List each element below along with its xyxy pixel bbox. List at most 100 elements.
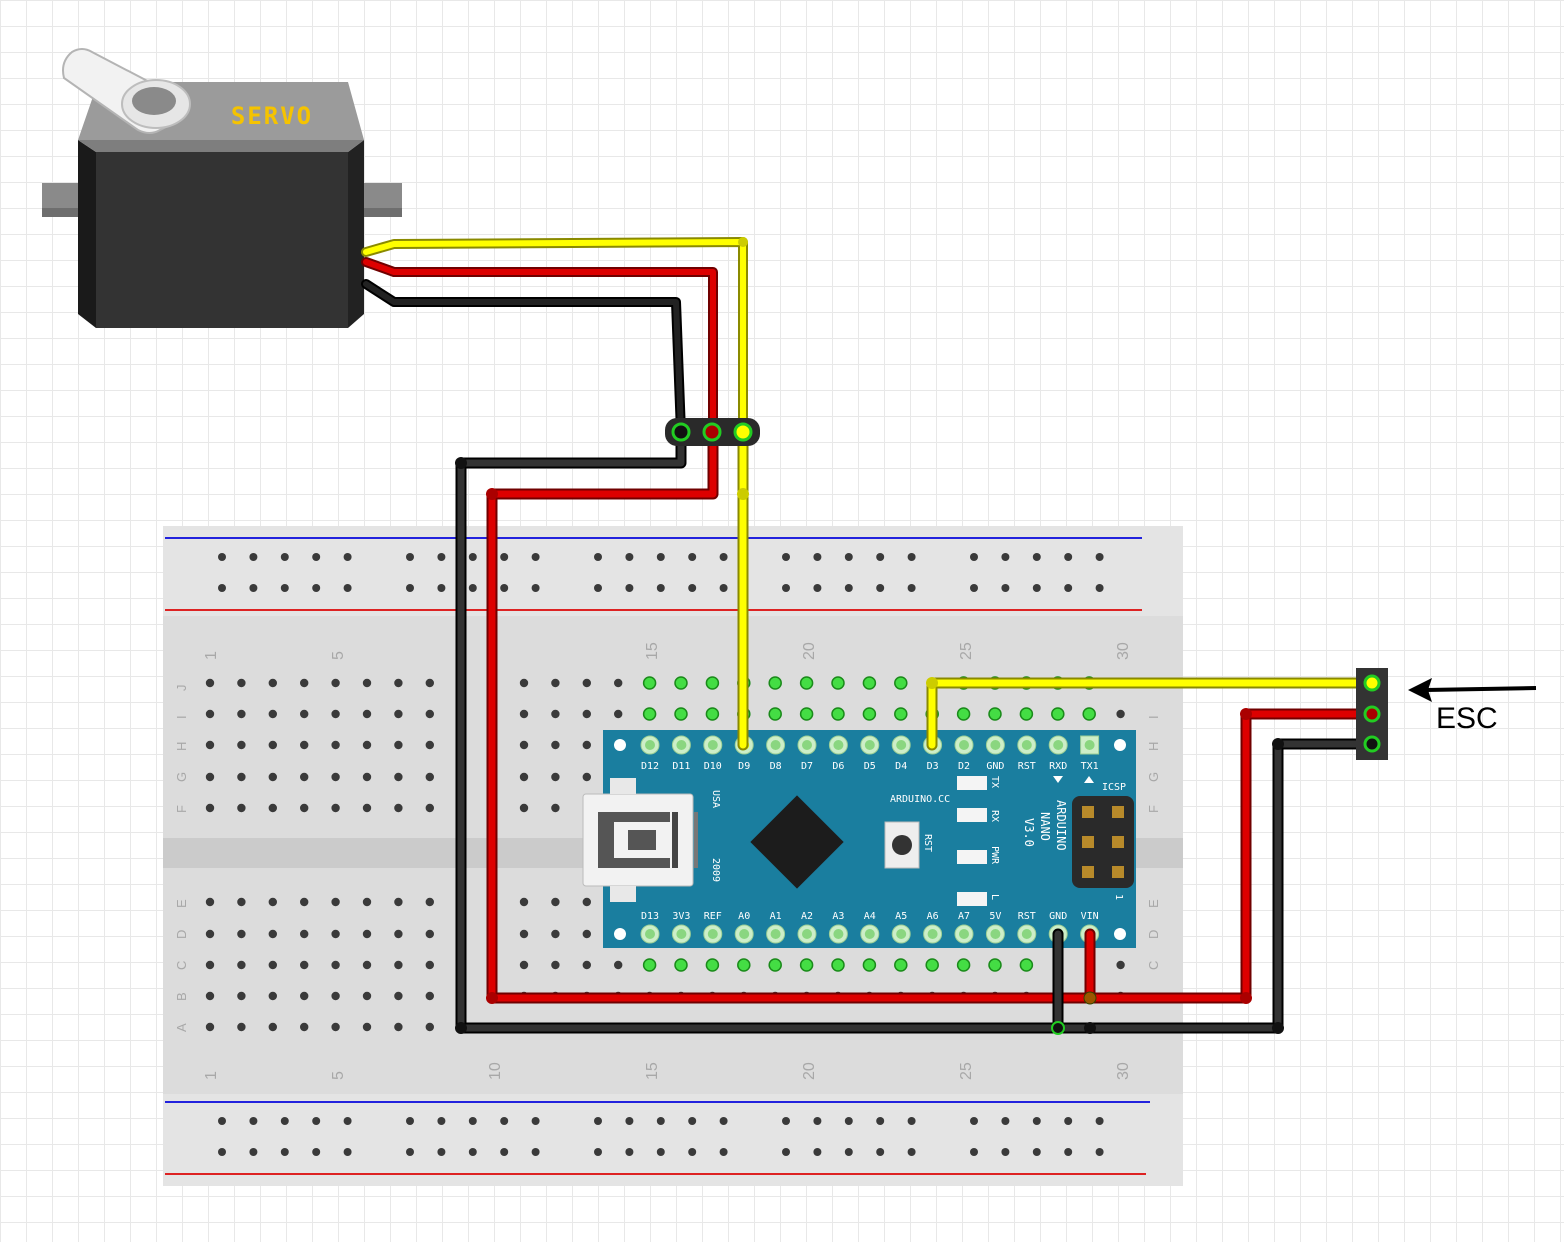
rail-hole	[1095, 1148, 1104, 1156]
row-letter-j-left: J	[174, 685, 189, 692]
rail-hole	[844, 1117, 853, 1125]
rail-hole	[970, 553, 978, 561]
pin-label-gnd: GND	[1049, 911, 1067, 922]
usb-tab	[610, 886, 636, 902]
rail-hole	[249, 1117, 258, 1125]
rail-hole	[312, 1117, 321, 1125]
rail-hole	[970, 1148, 978, 1156]
breadboard-hole	[331, 803, 340, 813]
breadboard-hole	[300, 678, 309, 688]
pin-a5-icon	[896, 929, 907, 939]
pin-5v-icon	[990, 929, 1001, 939]
breadboard-hole	[425, 897, 434, 907]
breadboard-hole	[331, 709, 340, 719]
row-letter-c-left: C	[174, 961, 189, 970]
breadboard-hole	[425, 803, 434, 813]
breadboard-hole	[425, 991, 434, 1001]
esc-pin-ground[interactable]	[1363, 735, 1381, 753]
rail-hole	[343, 1117, 352, 1125]
rail-hole	[782, 1117, 790, 1125]
breadboard-hole	[799, 707, 814, 721]
reset-button-cap[interactable]	[892, 835, 912, 855]
pin-label-a3: A3	[832, 911, 844, 922]
breadboard-hole	[394, 678, 403, 688]
rail-hole	[907, 1117, 916, 1125]
breadboard-hole	[362, 897, 372, 907]
breadboard-hole	[300, 709, 309, 719]
usb-label: USA	[710, 790, 721, 808]
breadboard-hole	[705, 958, 720, 972]
esc-pin-signal[interactable]	[1363, 674, 1381, 692]
breadboard-hole	[1082, 707, 1096, 721]
breadboard-hole	[582, 960, 591, 970]
pin-label-d4: D4	[895, 761, 907, 772]
rail-hole	[1001, 1117, 1010, 1125]
breadboard-hole	[988, 958, 1002, 972]
breadboard-hole	[425, 929, 434, 939]
rail-hole	[594, 1148, 602, 1156]
pin-rst-icon	[1021, 740, 1032, 750]
breadboard-hole	[362, 709, 372, 719]
col-num-top-1: 1	[203, 651, 220, 660]
servo-header	[665, 418, 760, 446]
rail-hole	[1032, 1148, 1041, 1156]
breadboard-hole	[519, 803, 529, 813]
pin-label-d5: D5	[864, 761, 876, 772]
rail-hole	[876, 553, 885, 561]
breadboard-hole	[394, 897, 403, 907]
rail-hole	[844, 1148, 853, 1156]
breadboard-labels: 1 5 15 20 25 30 1 5 10 15 20 25 30 J I H…	[174, 642, 1161, 1080]
esc-label: ESC	[1436, 702, 1498, 735]
wire-joints	[455, 237, 1284, 1035]
breadboard-hole	[394, 772, 403, 782]
col-num-bottom-20: 20	[801, 1062, 818, 1080]
rail-hole	[1064, 553, 1073, 561]
header-pin-signal[interactable]	[733, 422, 753, 442]
breadboard-hole	[331, 740, 340, 750]
pin-label-5v: 5V	[989, 911, 1001, 922]
rail-hole	[500, 553, 509, 561]
header-pin-power[interactable]	[702, 422, 722, 442]
pin-label-d7: D7	[801, 761, 813, 772]
rail-hole	[813, 1117, 822, 1125]
breadboard-hole	[300, 772, 309, 782]
rail-hole	[1064, 1148, 1073, 1156]
rail-hole	[218, 1148, 226, 1156]
version-label: V3.0	[1022, 818, 1036, 847]
arrow-left-icon	[1408, 678, 1432, 702]
col-num-top-15: 15	[644, 642, 661, 660]
usb-connector	[582, 778, 698, 902]
rail-hole	[907, 1148, 916, 1156]
rail-hole	[1032, 1117, 1041, 1125]
rail-hole	[312, 584, 321, 592]
breadboard-hole	[582, 740, 591, 750]
breadboard-hole	[894, 707, 908, 721]
icsp-pin	[1082, 806, 1094, 818]
rail-hole	[468, 553, 477, 561]
pin-a3-icon	[833, 929, 844, 939]
rail-hole	[688, 584, 697, 592]
breadboard-hole	[551, 740, 560, 750]
pin-label-d6: D6	[832, 761, 844, 772]
breadboard-hole	[362, 991, 372, 1001]
header-pin-ground[interactable]	[671, 422, 691, 442]
rail-hole	[531, 584, 540, 592]
rail-hole	[688, 1117, 697, 1125]
breadboard-hole	[862, 676, 877, 690]
esc-pin-power[interactable]	[1363, 705, 1381, 723]
wire-joint	[926, 677, 938, 689]
microcontroller-chip	[750, 795, 844, 889]
usb-pins	[694, 812, 698, 868]
wire-joint	[486, 992, 498, 1004]
pin-label-a5: A5	[895, 911, 907, 922]
icsp-pin	[1112, 866, 1124, 878]
pin-label-vin: VIN	[1081, 911, 1099, 922]
breadboard-hole	[362, 1022, 372, 1032]
breadboard-hole	[268, 772, 277, 782]
breadboard-hole	[394, 960, 403, 970]
breadboard-hole	[268, 709, 277, 719]
rail-hole	[688, 553, 697, 561]
row-letter-d-left: D	[174, 930, 189, 939]
rail-hole	[406, 1117, 414, 1125]
breadboard-hole	[237, 991, 246, 1001]
